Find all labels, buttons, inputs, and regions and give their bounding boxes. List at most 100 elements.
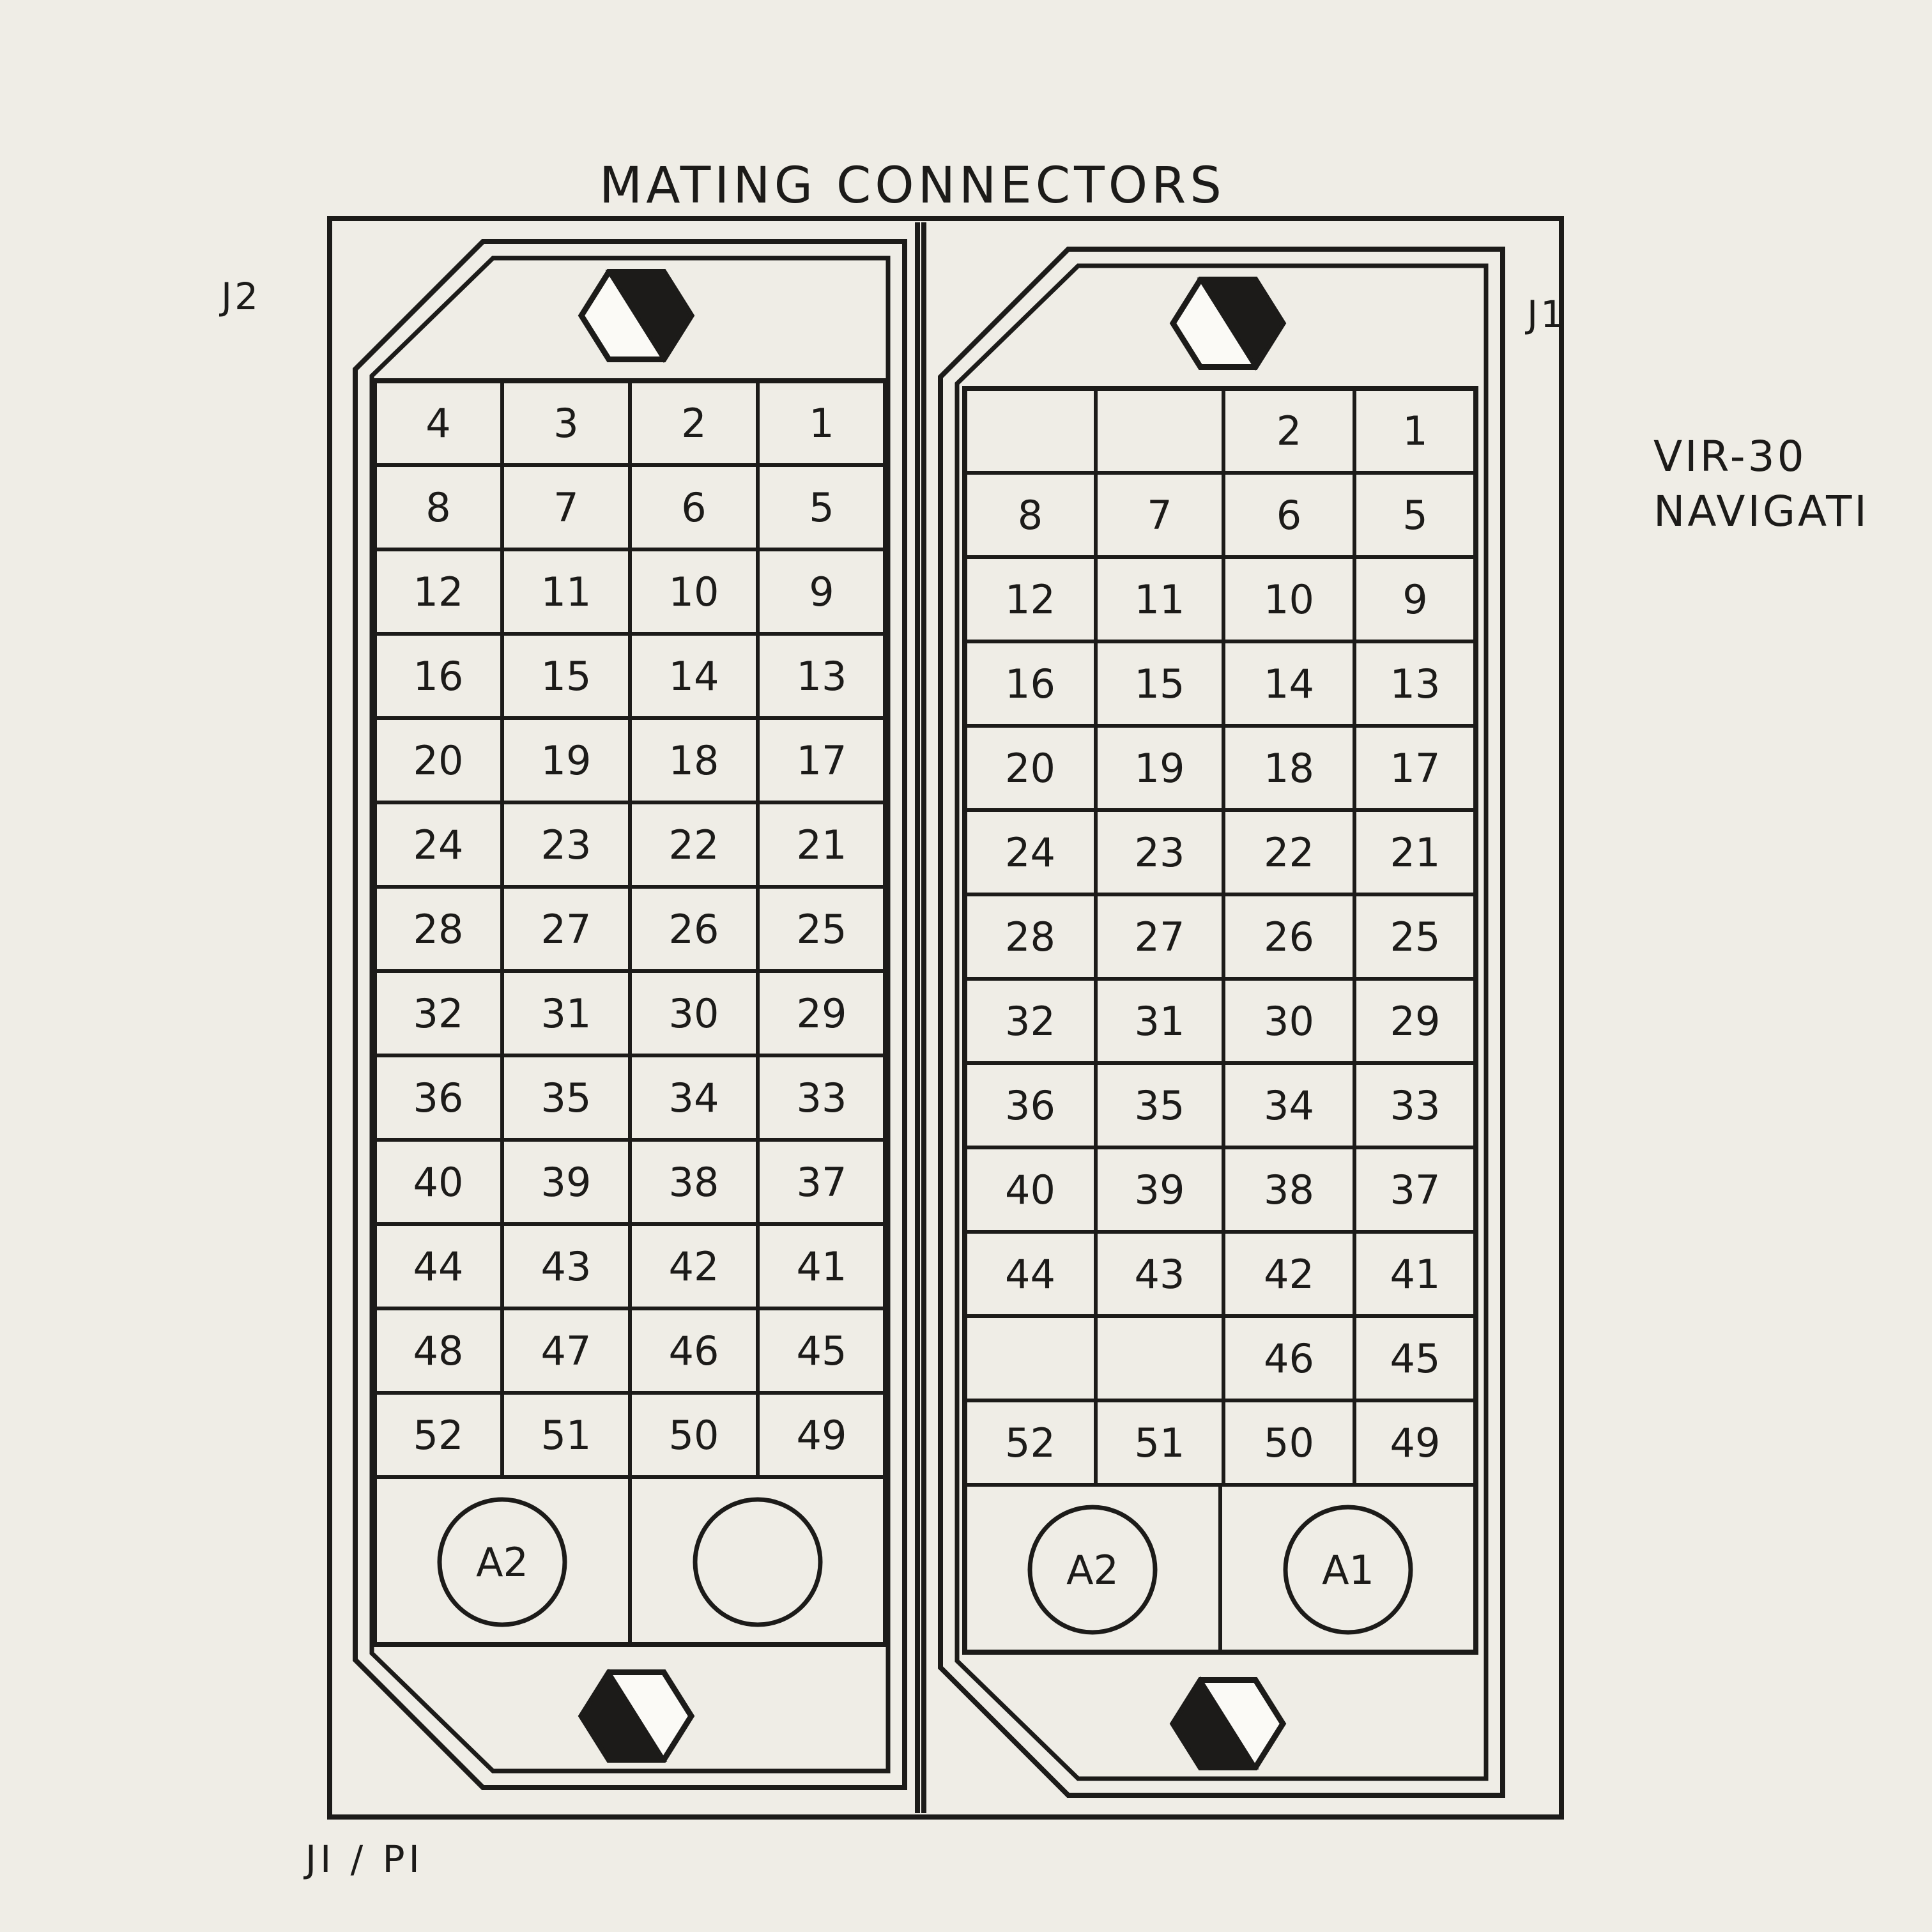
pin-label: 51 xyxy=(1135,1420,1185,1466)
pin-label: 20 xyxy=(413,737,464,784)
pin-label: 47 xyxy=(541,1328,592,1374)
pin-label: 33 xyxy=(1390,1082,1441,1129)
pin-label: 22 xyxy=(1264,829,1314,876)
pin-label: 18 xyxy=(669,737,719,784)
pin-label: 25 xyxy=(1390,914,1441,960)
pin-label: 6 xyxy=(1276,492,1301,539)
pin-label: 24 xyxy=(413,822,464,868)
pin-label: 31 xyxy=(541,990,592,1037)
pin-label: 34 xyxy=(669,1075,719,1121)
pin-label: 33 xyxy=(797,1075,847,1121)
pin-label: 2 xyxy=(1276,408,1301,454)
polarizing-key-top-icon-fill xyxy=(605,270,694,364)
connector-inner-shell xyxy=(369,256,891,1774)
pin-label: 41 xyxy=(1390,1251,1441,1298)
polarizing-key-bottom-icon-fill xyxy=(579,1668,668,1762)
pin-label: 34 xyxy=(1264,1082,1314,1129)
pin-label: 35 xyxy=(541,1075,592,1121)
pin-label: 50 xyxy=(1264,1420,1314,1466)
pin-label: 44 xyxy=(413,1243,464,1290)
coding-key-circle xyxy=(1283,1505,1413,1635)
pin-label: 30 xyxy=(669,990,719,1037)
pin-label: 38 xyxy=(1264,1167,1314,1213)
pin-label: 8 xyxy=(425,484,450,531)
coding-key-label: A2 xyxy=(1066,1547,1119,1593)
pin-label: 42 xyxy=(669,1243,719,1290)
connector-shell xyxy=(353,239,907,1790)
pin-label: 32 xyxy=(413,990,464,1037)
pin-label: 40 xyxy=(413,1159,464,1206)
pin-label: 11 xyxy=(541,569,592,615)
pin-label: 45 xyxy=(797,1328,847,1374)
pin-label: 1 xyxy=(1402,408,1427,454)
pin-label: 51 xyxy=(541,1412,592,1459)
pin-label: 37 xyxy=(1390,1167,1441,1213)
label-j1: J1 xyxy=(1527,293,1567,336)
pin-label: 31 xyxy=(1135,998,1185,1045)
pin-label: 49 xyxy=(797,1412,847,1459)
pin-label: 21 xyxy=(797,822,847,868)
pin-label: 17 xyxy=(797,737,847,784)
polarizing-key-top-icon-fill xyxy=(1197,277,1285,371)
pin-label: 21 xyxy=(1390,829,1441,876)
pin-label: 41 xyxy=(797,1243,847,1290)
coding-key-circle xyxy=(1027,1505,1158,1635)
pin-label: 42 xyxy=(1264,1251,1314,1298)
pin-label: 5 xyxy=(1402,492,1427,539)
pin-label: 14 xyxy=(669,653,719,700)
label-j2: J2 xyxy=(221,275,261,318)
pin-label: 14 xyxy=(1264,661,1314,707)
polarizing-key-top-icon xyxy=(1169,276,1287,371)
pin-label: 39 xyxy=(541,1159,592,1206)
polarizing-key-bottom-icon-fill xyxy=(1170,1676,1259,1770)
pin-label: 10 xyxy=(669,569,719,615)
pin-label: 9 xyxy=(1402,576,1427,623)
pin-label: 38 xyxy=(669,1159,719,1206)
pin-label: 23 xyxy=(1135,829,1185,876)
pin-label: 17 xyxy=(1390,745,1441,792)
polarizing-key-bottom-icon xyxy=(578,1668,695,1763)
pin-label: 49 xyxy=(1390,1420,1441,1466)
connector-shell xyxy=(938,247,1505,1798)
label-model-subtitle: NAVIGATI xyxy=(1653,487,1869,536)
pin-label: 12 xyxy=(1005,576,1055,623)
pin-label: 28 xyxy=(413,906,464,953)
pin-label: 3 xyxy=(553,400,578,447)
polarizing-key-bottom-icon xyxy=(1169,1676,1287,1771)
pin-label: 52 xyxy=(1005,1420,1055,1466)
pin-label: 46 xyxy=(669,1328,719,1374)
pin-label: 46 xyxy=(1264,1335,1314,1382)
pin-label: 45 xyxy=(1390,1335,1441,1382)
polarizing-key-top-icon xyxy=(578,268,695,364)
pin-label: 2 xyxy=(681,400,706,447)
connector-inner-shell xyxy=(954,263,1489,1781)
coding-key-circle xyxy=(437,1497,567,1627)
pin-label: 15 xyxy=(1135,661,1185,707)
pin-label: 32 xyxy=(1005,998,1055,1045)
pin-label: 19 xyxy=(1135,745,1185,792)
pin-label: 24 xyxy=(1005,829,1055,876)
pin-label: 11 xyxy=(1135,576,1185,623)
pin-label: 4 xyxy=(425,400,450,447)
coding-key-circle xyxy=(693,1497,823,1627)
pin-label: 20 xyxy=(1005,745,1055,792)
outer-frame-rect xyxy=(327,216,1564,1820)
pin-label: 13 xyxy=(797,653,847,700)
pin-label: 1 xyxy=(809,400,834,447)
pin-label: 6 xyxy=(681,484,706,531)
pin-label: 48 xyxy=(413,1328,464,1374)
pin-label: 22 xyxy=(669,822,719,868)
pin-label: 29 xyxy=(797,990,847,1037)
pin-label: 9 xyxy=(809,569,834,615)
coding-key-label: A2 xyxy=(476,1539,528,1586)
pin-label: 7 xyxy=(553,484,578,531)
pin-label: 23 xyxy=(541,822,592,868)
diagram-title: MATING CONNECTORS xyxy=(599,157,1225,215)
pin-label: 37 xyxy=(797,1159,847,1206)
coding-key-label: A1 xyxy=(1322,1547,1374,1593)
pin-label: 10 xyxy=(1264,576,1314,623)
pin-label: 18 xyxy=(1264,745,1314,792)
outer-frame xyxy=(327,216,1564,1820)
